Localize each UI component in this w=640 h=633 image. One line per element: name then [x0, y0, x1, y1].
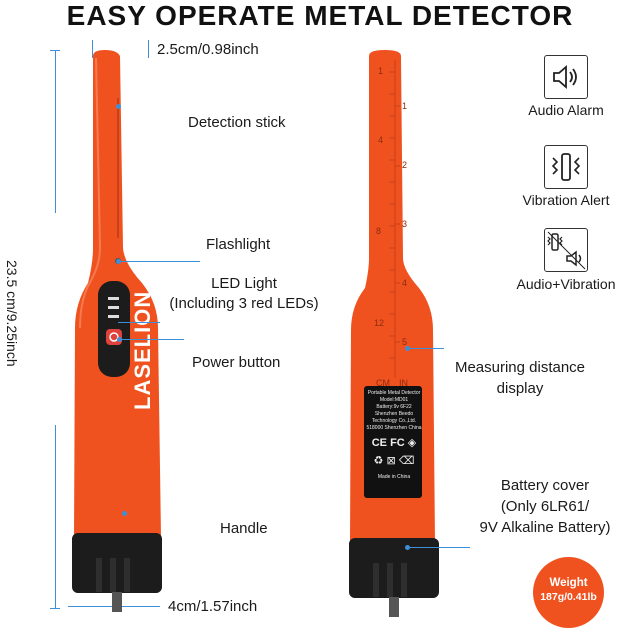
battery-cover-label-3: 9V Alkaline Battery): [479, 519, 611, 536]
length-guide-bottom-tick: [50, 608, 60, 609]
audio-vibration-box: [544, 228, 588, 272]
vibration-icon: [551, 153, 581, 181]
label-plate-line: Model:MD01: [379, 397, 409, 403]
label-plate-line: 518000 Shenzhen China: [366, 425, 422, 431]
power-leader: [122, 339, 184, 340]
page-title: EASY OPERATE METAL DETECTOR: [66, 0, 574, 31]
callout-dot: [116, 104, 121, 109]
ruler-in-4: 4: [402, 278, 408, 288]
length-guide-lower: [55, 425, 56, 608]
measuring-distance-label-2: display: [496, 380, 544, 397]
label-plate-line: Battery:9v 6F22: [376, 404, 412, 410]
measure-leader: [410, 348, 444, 349]
length-guide-upper: [55, 50, 56, 213]
callout-dot: [122, 511, 127, 516]
certification-marks: CE FC ◈: [371, 437, 417, 449]
flashlight-label: Flashlight: [206, 236, 271, 253]
led-light-label-2: (Including 3 red LEDs): [169, 295, 319, 312]
speaker-icon: [553, 65, 577, 89]
callout-dot: [117, 337, 122, 342]
right-detector: [349, 50, 439, 617]
ruler-cm-8: 8: [376, 226, 382, 236]
power-button-label: Power button: [192, 354, 281, 371]
ruler-unit-cm: CM: [376, 378, 390, 388]
label-plate: Portable Metal Detector Model:MD01 Batte…: [366, 390, 422, 481]
made-in-text: Made in China: [377, 474, 411, 480]
callout-dot: [405, 545, 410, 550]
mode-label-audio: Audio Alarm: [528, 102, 604, 118]
audio-alarm-box: [544, 55, 588, 99]
base-width-label: 4cm/1.57inch: [168, 598, 258, 615]
label-plate-line: Portable Metal Detector: [367, 390, 421, 396]
mode-label-audio-vibration: Audio+Vibration: [516, 276, 616, 292]
led-light-label-1: LED Light: [211, 275, 277, 292]
led-leader: [118, 322, 160, 323]
weight-badge: Weight 187g/0.41lb: [533, 557, 604, 628]
weight-title: Weight: [549, 577, 588, 589]
weight-value: 187g/0.41lb: [540, 591, 597, 603]
ruler-in-5: 5: [402, 337, 408, 347]
length-text: 23.5 cm/9.25inch: [4, 260, 20, 367]
ruler-cm-1: 1: [378, 66, 384, 76]
ruler-in-2: 2: [402, 160, 408, 170]
mode-label-vibration: Vibration Alert: [522, 192, 610, 208]
battery-cover-label-1: Battery cover: [500, 477, 590, 494]
tip-width-guide: [148, 40, 149, 58]
audio-vibration-icon: [547, 231, 586, 270]
flashlight-leader: [120, 261, 200, 262]
label-plate-line: Shenzhen Beedo: [374, 411, 414, 417]
tip-width-label: 2.5cm/0.98inch: [157, 41, 259, 58]
brand-logo-text: LASELION: [130, 290, 155, 410]
left-detector: [72, 50, 162, 612]
handle-label: Handle: [220, 520, 268, 537]
ruler-cm-4: 4: [378, 135, 384, 145]
measuring-distance-label-1: Measuring distance: [454, 359, 586, 376]
ruler-in-3: 3: [402, 219, 408, 229]
ruler-cm-12: 12: [374, 318, 385, 328]
ruler-in-1: 1: [402, 101, 408, 111]
tip-width-guide-left: [92, 40, 93, 58]
vibration-alert-box: [544, 145, 588, 189]
callout-dot: [116, 259, 121, 264]
recycle-marks: ♻ ⊠ ⌫: [373, 455, 415, 467]
length-label: 23.5 cm/9.25inch: [4, 260, 20, 367]
battery-leader: [410, 547, 470, 548]
callout-dot: [405, 346, 410, 351]
ruler-unit-in: IN: [399, 378, 408, 388]
length-guide-top-tick: [50, 50, 60, 51]
battery-cover-label-2: (Only 6LR61/: [500, 498, 590, 515]
label-plate-line: Technology Co.,Ltd.: [371, 418, 417, 424]
detection-stick-label: Detection stick: [188, 114, 286, 131]
